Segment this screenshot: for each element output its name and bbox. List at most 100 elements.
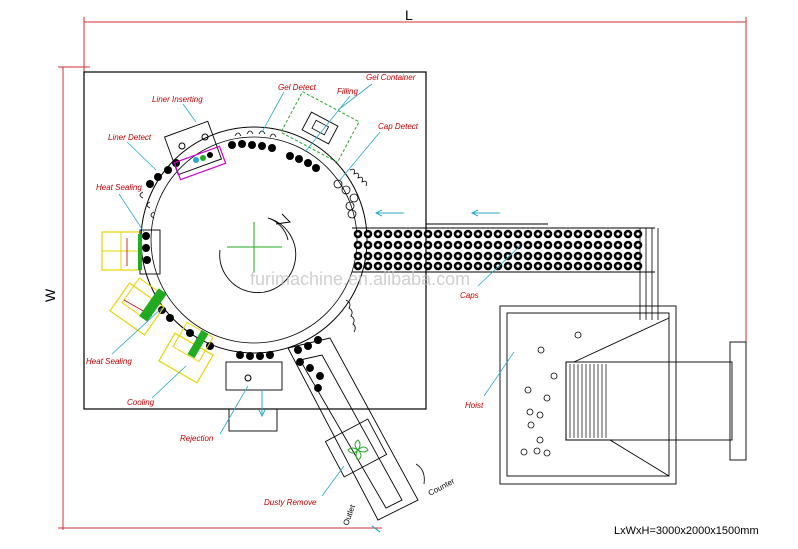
- cap-item-center: [426, 254, 430, 258]
- cap-item-center: [406, 254, 410, 258]
- label-gel-container: Gel Container: [366, 73, 416, 82]
- turntable-containers: [142, 140, 322, 360]
- cap-item-center: [516, 232, 520, 236]
- cap-item-center: [446, 264, 450, 268]
- cap-item-center: [546, 254, 550, 258]
- cap-item-center: [476, 232, 480, 236]
- cap-item-center: [596, 243, 600, 247]
- cap-item-center: [586, 264, 590, 268]
- dimension-lines: [58, 17, 747, 530]
- cap-item-center: [536, 232, 540, 236]
- label-cooling: Cooling: [127, 398, 155, 407]
- cap-item-center: [396, 264, 400, 268]
- hoist-caps: [520, 331, 582, 457]
- cap-item-center: [486, 232, 490, 236]
- main-frame: [83, 71, 427, 410]
- cap-item-center: [626, 264, 630, 268]
- cap-item-center: [476, 243, 480, 247]
- cap-item-center: [576, 243, 580, 247]
- cap-item-center: [596, 254, 600, 258]
- cap-item-center: [566, 232, 570, 236]
- cap-item-center: [376, 243, 380, 247]
- cap-item-center: [556, 264, 560, 268]
- cap-item-center: [606, 243, 610, 247]
- cap-item-center: [496, 243, 500, 247]
- cap-item-center: [576, 232, 580, 236]
- cap-item-center: [626, 254, 630, 258]
- cap-item-center: [536, 243, 540, 247]
- cap-item-center: [396, 254, 400, 258]
- cap-item-center: [606, 264, 610, 268]
- cap-item-center: [466, 232, 470, 236]
- cap-item-center: [456, 232, 460, 236]
- cap-item-center: [416, 243, 420, 247]
- cap-item-center: [596, 232, 600, 236]
- cap-item-center: [416, 254, 420, 258]
- cap-item-center: [536, 254, 540, 258]
- dusty-remove-fan-icon: [347, 439, 369, 461]
- cap-item-center: [586, 254, 590, 258]
- cap-item-center: [376, 254, 380, 258]
- cap-item-center: [506, 264, 510, 268]
- label-dusty-remove: Dusty Remove: [264, 498, 317, 507]
- cap-item-center: [566, 264, 570, 268]
- cap-item-center: [606, 254, 610, 258]
- cap-item-center: [606, 232, 610, 236]
- cap-item-center: [406, 243, 410, 247]
- cap-item-center: [626, 232, 630, 236]
- label-outlet: Outlet: [341, 503, 357, 527]
- cap-item-center: [616, 232, 620, 236]
- outlet-conveyor: [287, 337, 419, 521]
- cap-item-center: [356, 243, 360, 247]
- cap-item-center: [456, 254, 460, 258]
- width-label: W: [42, 288, 58, 302]
- cap-item-center: [386, 243, 390, 247]
- cap-item-center: [596, 264, 600, 268]
- cap-item-center: [356, 232, 360, 236]
- hoist-unit: [499, 305, 747, 485]
- cap-item-center: [486, 264, 490, 268]
- cap-item-center: [356, 254, 360, 258]
- cap-item-center: [436, 232, 440, 236]
- cap-item-center: [526, 254, 530, 258]
- cap-item-center: [636, 232, 640, 236]
- cap-item-center: [366, 232, 370, 236]
- heat-sealing-station-lower: [109, 277, 167, 336]
- cap-item-center: [636, 254, 640, 258]
- cap-item-center: [566, 254, 570, 258]
- length-label: L: [405, 7, 413, 23]
- label-filling: Filling: [337, 87, 358, 96]
- cap-item-center: [446, 254, 450, 258]
- cap-item-center: [396, 232, 400, 236]
- label-hoist: Hoist: [465, 401, 484, 410]
- cap-item-center: [546, 232, 550, 236]
- cap-item-center: [616, 254, 620, 258]
- counter-leader: [415, 463, 425, 485]
- cap-item-center: [356, 264, 360, 268]
- cap-item-center: [586, 232, 590, 236]
- cap-item-center: [376, 232, 380, 236]
- cap-item-center: [386, 232, 390, 236]
- label-counter: Counter: [427, 476, 457, 497]
- cap-item-center: [626, 243, 630, 247]
- cap-item-center: [496, 232, 500, 236]
- cap-item-center: [406, 264, 410, 268]
- spec-dimensions: LxWxH=3000x2000x1500mm: [614, 525, 759, 537]
- caps-conveyor: [352, 223, 659, 320]
- cap-item-center: [436, 243, 440, 247]
- cap-item-center: [426, 243, 430, 247]
- cap-item-center: [526, 243, 530, 247]
- cap-item-center: [576, 264, 580, 268]
- cap-item-center: [446, 232, 450, 236]
- cap-item-center: [556, 243, 560, 247]
- gel-container-station: [280, 90, 360, 164]
- cap-item-center: [436, 264, 440, 268]
- cap-item-center: [516, 243, 520, 247]
- cap-item-center: [496, 264, 500, 268]
- cap-item-center: [536, 264, 540, 268]
- label-cap-detect: Cap Detect: [378, 122, 419, 131]
- caps-rows: [353, 229, 643, 271]
- liner-inserting-station: [163, 120, 227, 181]
- hoist-stairs: [569, 364, 607, 438]
